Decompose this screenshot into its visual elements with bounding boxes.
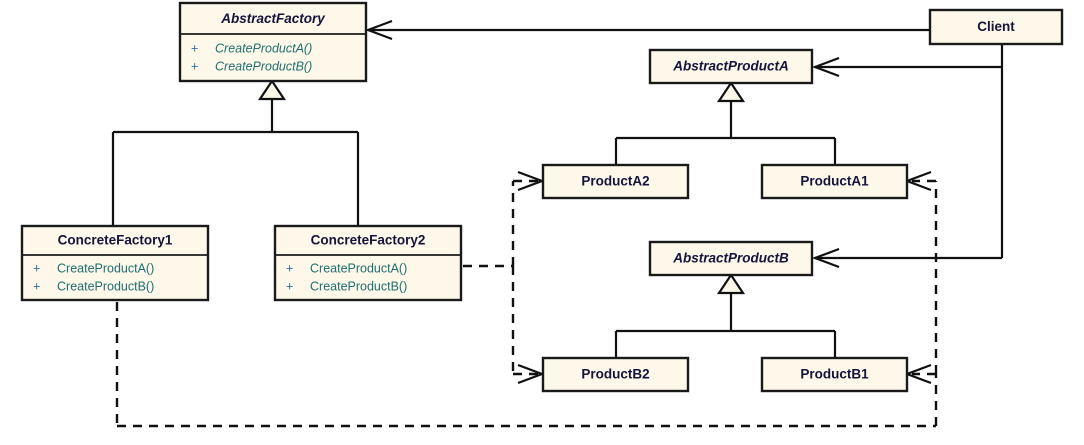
abstractfactory-title: AbstractFactory	[220, 11, 326, 26]
productb1-frame	[760, 356, 909, 393]
producta2-frame	[541, 163, 690, 200]
abstractfactory-member-0-visibility: +	[191, 41, 198, 55]
client-title: Client	[977, 19, 1015, 34]
concretefactory2-member-0-signature: CreateProductA()	[310, 261, 407, 275]
concretefactory2-member-1-visibility: +	[286, 279, 293, 293]
association-client-abstractfactory	[364, 19, 930, 41]
class-box-productb1[interactable]: ProductB1	[760, 356, 909, 393]
concretefactory1-member-0-visibility: +	[33, 261, 40, 275]
producta1-frame	[760, 163, 909, 200]
class-box-productb2[interactable]: ProductB2	[541, 356, 690, 393]
dependency-concretefactory2-products	[463, 170, 546, 385]
generalization-products-a	[614, 81, 837, 165]
productb1-title: ProductB1	[800, 367, 869, 382]
abstractproductb-frame	[648, 240, 814, 277]
abstractfactory-frame	[178, 1, 368, 83]
concretefactory1-member-1-visibility: +	[33, 279, 40, 293]
producta2-title: ProductA2	[581, 174, 649, 189]
abstractfactory-member-0-signature: CreateProductA()	[215, 41, 312, 55]
concretefactory2-frame	[273, 224, 463, 302]
concretefactory1-member-0-signature: CreateProductA()	[57, 261, 154, 275]
class-box-abstractproductb[interactable]: AbstractProductB	[648, 240, 814, 277]
class-box-producta2[interactable]: ProductA2	[541, 163, 690, 200]
concretefactory2-title: ConcreteFactory2	[311, 233, 426, 248]
concretefactory1-title: ConcreteFactory1	[58, 233, 173, 248]
abstractfactory-member-1-visibility: +	[191, 59, 198, 73]
abstractproducta-frame	[648, 48, 814, 85]
generalization-factories	[111, 79, 360, 226]
abstractfactory-member-1-signature: CreateProductB()	[215, 59, 312, 73]
client-frame	[928, 8, 1064, 46]
class-box-abstractfactory[interactable]: AbstractFactory + CreateProductA() + Cre…	[178, 1, 368, 83]
generalization-products-b	[614, 273, 837, 358]
class-box-concretefactory1[interactable]: ConcreteFactory1 + CreateProductA() + Cr…	[20, 224, 210, 302]
association-client-products	[811, 44, 1004, 269]
producta1-title: ProductA1	[800, 174, 869, 189]
class-box-abstractproducta[interactable]: AbstractProductA	[648, 48, 814, 85]
concretefactory1-member-1-signature: CreateProductB()	[57, 279, 154, 293]
concretefactory1-frame	[20, 224, 210, 302]
class-box-client[interactable]: Client	[928, 8, 1064, 46]
concretefactory2-member-0-visibility: +	[286, 261, 293, 275]
productb2-title: ProductB2	[581, 367, 649, 382]
abstractproducta-title: AbstractProductA	[672, 59, 789, 74]
productb2-frame	[541, 356, 690, 393]
concretefactory2-member-1-signature: CreateProductB()	[310, 279, 407, 293]
class-box-concretefactory2[interactable]: ConcreteFactory2 + CreateProductA() + Cr…	[273, 224, 463, 302]
class-box-producta1[interactable]: ProductA1	[760, 163, 909, 200]
abstractproductb-title: AbstractProductB	[672, 251, 789, 266]
edge-layer	[111, 19, 1004, 428]
